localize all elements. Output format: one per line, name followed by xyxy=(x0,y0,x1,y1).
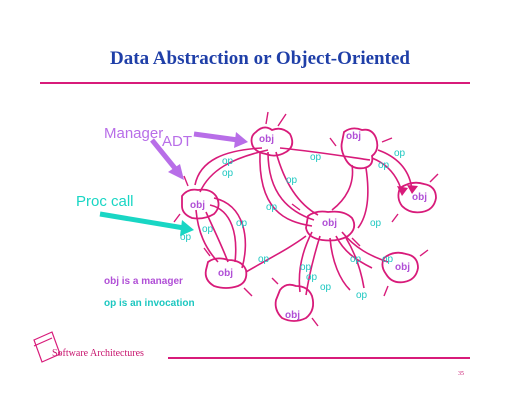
obj-blob-lower-left xyxy=(204,257,248,289)
obj-label: obj xyxy=(322,218,337,229)
proc-call-arrowhead xyxy=(180,220,194,236)
op-label: op xyxy=(222,168,234,179)
op-label: op xyxy=(266,202,278,213)
obj-label: obj xyxy=(190,200,205,211)
manager-arrowhead xyxy=(168,164,184,180)
object-labels: obj obj obj obj obj obj obj obj xyxy=(190,131,427,321)
obj-label: obj xyxy=(285,310,300,321)
op-label: op xyxy=(286,175,298,186)
op-label: op xyxy=(350,254,362,265)
op-label: op xyxy=(320,282,332,293)
legend-manager: obj is a manager xyxy=(104,276,183,287)
logo-square xyxy=(33,331,61,363)
footer-title: Software Architectures xyxy=(52,348,144,359)
op-label: op xyxy=(378,160,390,171)
obj-blob-upper-right xyxy=(340,127,379,170)
op-label: op xyxy=(306,272,318,283)
connectors xyxy=(194,147,413,296)
footer-rule xyxy=(168,357,470,359)
proc-call-arrow xyxy=(99,211,185,231)
obj-label: obj xyxy=(346,131,361,142)
object-blobs xyxy=(181,126,437,322)
proc-call-label: Proc call xyxy=(76,193,134,210)
obj-label: obj xyxy=(412,192,427,203)
op-label: op xyxy=(236,218,248,229)
manager-label: Manager xyxy=(104,125,163,142)
op-label: op xyxy=(180,232,192,243)
obj-blob-far-right xyxy=(397,181,437,214)
footer-logo xyxy=(33,331,61,363)
object-handles xyxy=(173,111,439,327)
callout-arrows xyxy=(99,131,248,236)
op-label: op xyxy=(310,152,322,163)
obj-label: obj xyxy=(218,268,233,279)
obj-blob-center xyxy=(305,210,356,242)
op-label: op xyxy=(394,148,406,159)
obj-blob-right xyxy=(381,251,419,284)
obj-label: obj xyxy=(259,134,274,145)
page-number: 35 xyxy=(458,371,464,377)
logo-stroke xyxy=(33,337,53,347)
op-label: op xyxy=(222,156,234,167)
op-label: op xyxy=(300,262,312,273)
callout-labels: Manager ADT Proc call xyxy=(76,125,192,210)
title-rule xyxy=(40,82,470,84)
manager-arrow xyxy=(150,138,180,174)
adt-arrowhead xyxy=(234,132,248,148)
legend: obj is a manager op is an invocation xyxy=(104,276,195,309)
obj-blob-bottom xyxy=(274,283,315,322)
op-label: op xyxy=(370,218,382,229)
op-label: op xyxy=(202,224,214,235)
adt-label: ADT xyxy=(162,133,192,150)
legend-invocation: op is an invocation xyxy=(104,298,195,309)
obj-label: obj xyxy=(395,262,410,273)
obj-blob-top xyxy=(250,126,294,157)
adt-arrow xyxy=(193,131,239,143)
op-labels: op op op op op op op op op op op op op o… xyxy=(180,148,406,301)
obj-blob-left xyxy=(181,188,220,220)
op-label: op xyxy=(382,254,394,265)
op-label: op xyxy=(356,290,368,301)
slide-title: Data Abstraction or Object-Oriented xyxy=(110,48,410,69)
op-label: op xyxy=(258,254,270,265)
